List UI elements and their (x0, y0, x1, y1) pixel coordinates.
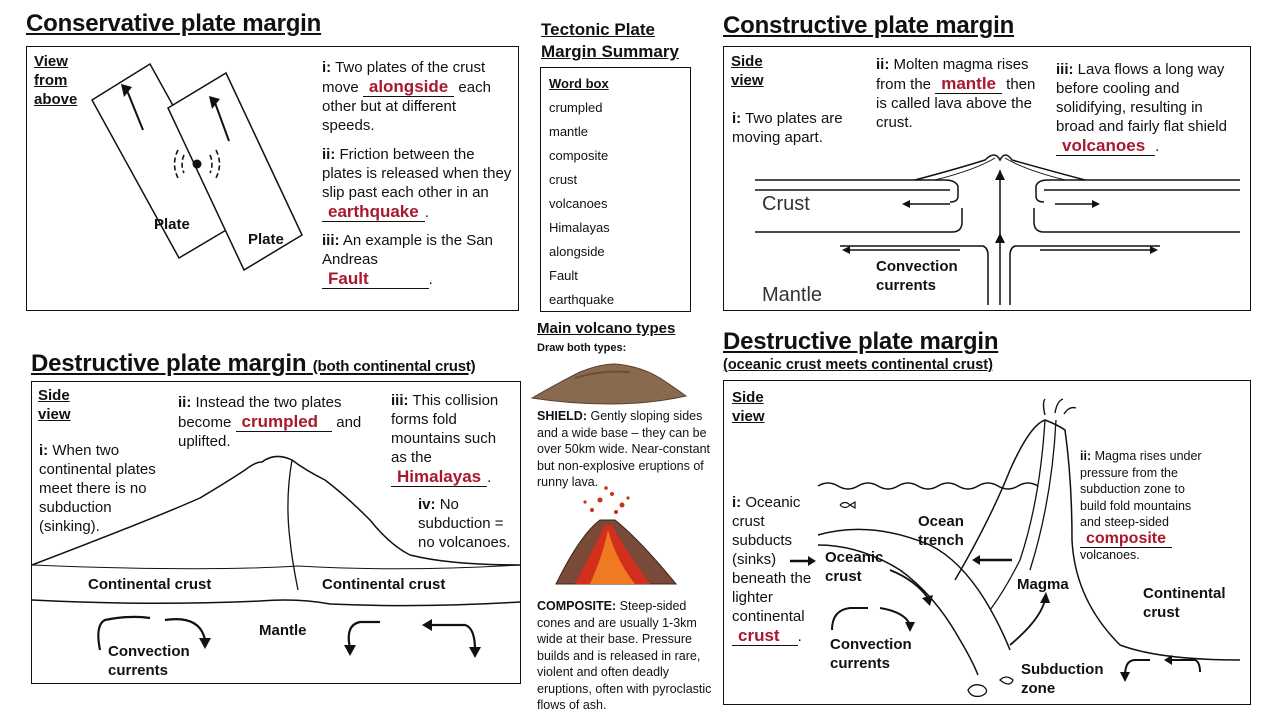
plate-label-2: Plate (248, 231, 284, 248)
destructive-oc-title: Destructive plate margin (723, 328, 999, 355)
composite-description: COMPOSITE: Steep-sided cones and are usu… (537, 599, 712, 712)
answer-himalayas: Himalayas (391, 467, 488, 487)
destructive-oc-text-i: i: Oceanic crust subducts (sinks) beneat… (732, 494, 812, 646)
volcano-types-title: Main volcano types (537, 320, 676, 337)
mantle-label: Mantle (762, 284, 823, 306)
crust-label: Crust (762, 193, 810, 215)
destructive-cc-text-iv: iv: No subduction = no volcanoes. (418, 496, 511, 551)
answer-mantle: mantle (935, 74, 1002, 94)
answer-alongside: alongside (362, 77, 455, 97)
answer-volcanoes: volcanoes (1056, 136, 1156, 156)
constructive-text-i: i: Two plates are moving apart. (732, 110, 843, 146)
word-item: Himalayas (549, 220, 610, 235)
word-box-title: Word box (549, 76, 609, 91)
conservative-title: Conservative plate margin (26, 10, 322, 37)
continental-crust-right-label: Continental crust (322, 576, 446, 593)
word-item: crust (549, 172, 578, 187)
word-item: earthquake (549, 292, 615, 307)
destructive-cc-text-i: i: When two continental plates meet ther… (39, 442, 156, 535)
word-item: volcanoes (549, 196, 608, 211)
answer-crust: crust (732, 626, 798, 646)
word-item: alongside (549, 244, 605, 259)
destructive-oc-panel (723, 380, 1251, 705)
constructive-text-iii: iii: Lava flows a long way before coolin… (1056, 61, 1227, 156)
destructive-cc-text-ii: ii: Instead the two plates become crumpl… (178, 394, 362, 450)
destructive-oc-text-ii: ii: Magma rises under pressure from the … (1080, 449, 1202, 562)
shield-description: SHIELD: Gently sloping sides and a wide … (537, 409, 710, 489)
word-item: Fault (549, 268, 578, 283)
constructive-title: Constructive plate margin (723, 12, 1015, 39)
destructive-oc-subtitle: (oceanic crust meets continental crust) (723, 357, 993, 373)
answer-earthquake: earthquake (322, 202, 425, 222)
answer-crumpled: crumpled (235, 412, 333, 432)
word-item: mantle (549, 124, 589, 139)
mantle-label-cc: Mantle (259, 622, 307, 639)
constructive-text-ii: ii: Molten magma rises from the mantle t… (876, 56, 1036, 131)
word-item: crumpled (549, 100, 603, 115)
volcano-instruction: Draw both types: (537, 342, 627, 354)
constructive-panel (723, 46, 1251, 311)
destructive-cc-text-iii: iii: This collision forms fold mountains… (391, 392, 499, 487)
conservative-text-i: i: Two plates of the crust move alongsid… (322, 59, 491, 134)
conservative-text-ii: ii: Friction between the plates is relea… (322, 146, 512, 222)
word-item: composite (549, 148, 609, 163)
answer-composite: composite (1080, 529, 1173, 548)
destructive-cc-title: Destructive plate margin (both continent… (31, 350, 476, 377)
word-box-content: Word box crumpled mantle composite crust… (549, 72, 614, 312)
continental-crust-left-label: Continental crust (88, 576, 212, 593)
destructive-cc-panel (31, 381, 521, 684)
conservative-text-iii: iii: An example is the San Andreas Fault… (322, 232, 493, 289)
plate-label-1: Plate (154, 216, 190, 233)
word-box (540, 67, 691, 312)
answer-fault: Fault (322, 269, 429, 289)
magma-label: Magma (1017, 576, 1069, 593)
